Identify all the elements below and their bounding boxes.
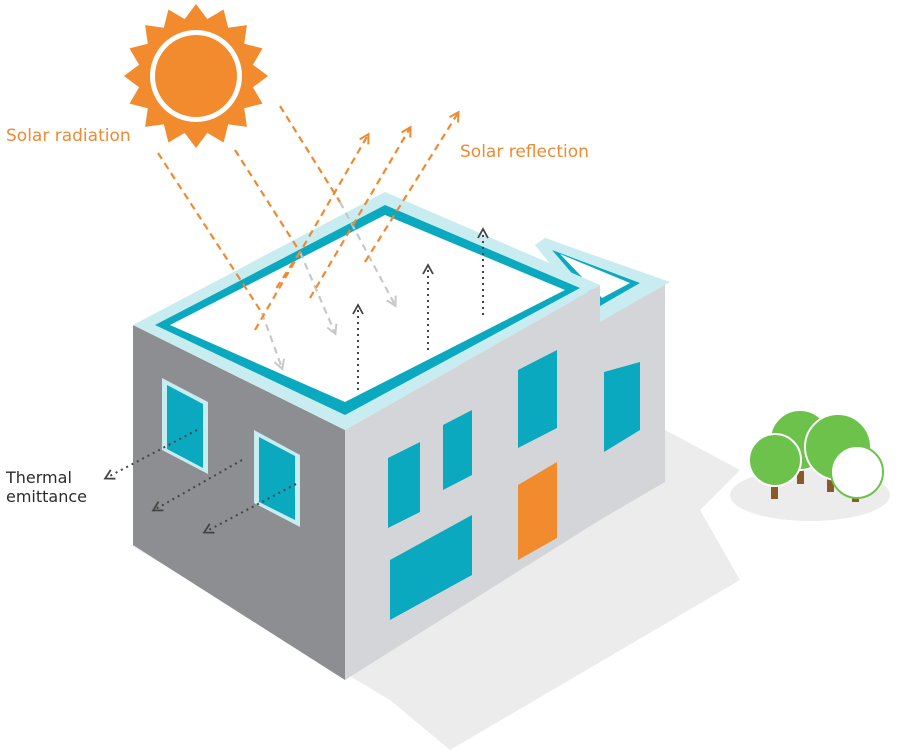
solar-radiation-arrows <box>157 105 341 314</box>
absorbed-radiation-arrows <box>260 201 395 368</box>
annex-block <box>535 238 670 520</box>
roof-emittance-arrows <box>352 227 489 390</box>
solar-reflection-arrows <box>254 113 458 331</box>
window-left-1 <box>167 385 203 468</box>
tree-icon <box>748 409 884 502</box>
thermal-emittance-label: Thermal emittance <box>6 468 88 507</box>
window-front-wide <box>390 515 472 620</box>
main-building <box>133 192 600 680</box>
window-front-2 <box>443 410 472 490</box>
window-front-1 <box>388 442 420 528</box>
annex-window <box>604 362 640 452</box>
solar-reflection-label: Solar reflection <box>460 142 589 162</box>
door <box>518 462 557 560</box>
window-front-3 <box>518 350 557 448</box>
roof-surface <box>170 215 565 402</box>
sun-icon <box>124 4 268 148</box>
wall-emittance-arrows <box>103 429 297 534</box>
solar-radiation-label: Solar radiation <box>6 126 131 146</box>
